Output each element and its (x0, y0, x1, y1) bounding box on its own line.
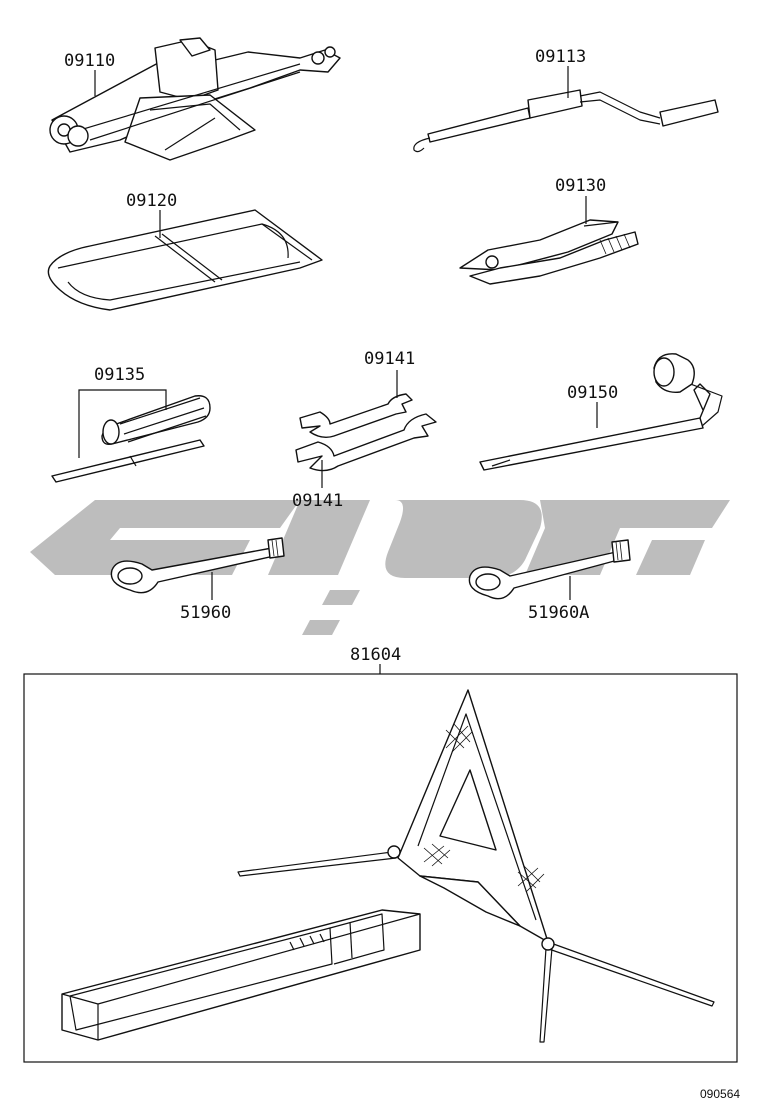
part-label-09150: 09150 (567, 383, 618, 403)
part-label-09130: 09130 (555, 176, 606, 196)
part-label-09110: 09110 (64, 51, 115, 71)
pliers-drawing (459, 219, 639, 285)
part-label-09113: 09113 (535, 47, 586, 67)
jack-drawing (49, 37, 341, 161)
tool-bag-drawing (47, 209, 323, 311)
reference-code: 090564 (700, 1087, 740, 1101)
towing-eye-a-drawing (468, 539, 631, 600)
jack-handle-drawing (413, 89, 719, 153)
part-label-51960: 51960 (180, 603, 231, 623)
leader-lines (78, 66, 598, 674)
screwdriver-drawing (51, 395, 211, 483)
towing-eye-drawing (110, 537, 285, 594)
part-label-09141-bottom: 09141 (292, 491, 343, 511)
warning-triangle-drawing (61, 689, 715, 1043)
wrench-a-drawing (299, 393, 413, 439)
part-label-51960a: 51960A (528, 603, 589, 623)
part-label-09135: 09135 (94, 365, 145, 385)
wrench-b-drawing (295, 413, 437, 472)
lug-wrench-drawing (479, 353, 723, 471)
part-label-81604: 81604 (350, 645, 401, 665)
part-label-09120: 09120 (126, 191, 177, 211)
part-label-09141-top: 09141 (364, 349, 415, 369)
